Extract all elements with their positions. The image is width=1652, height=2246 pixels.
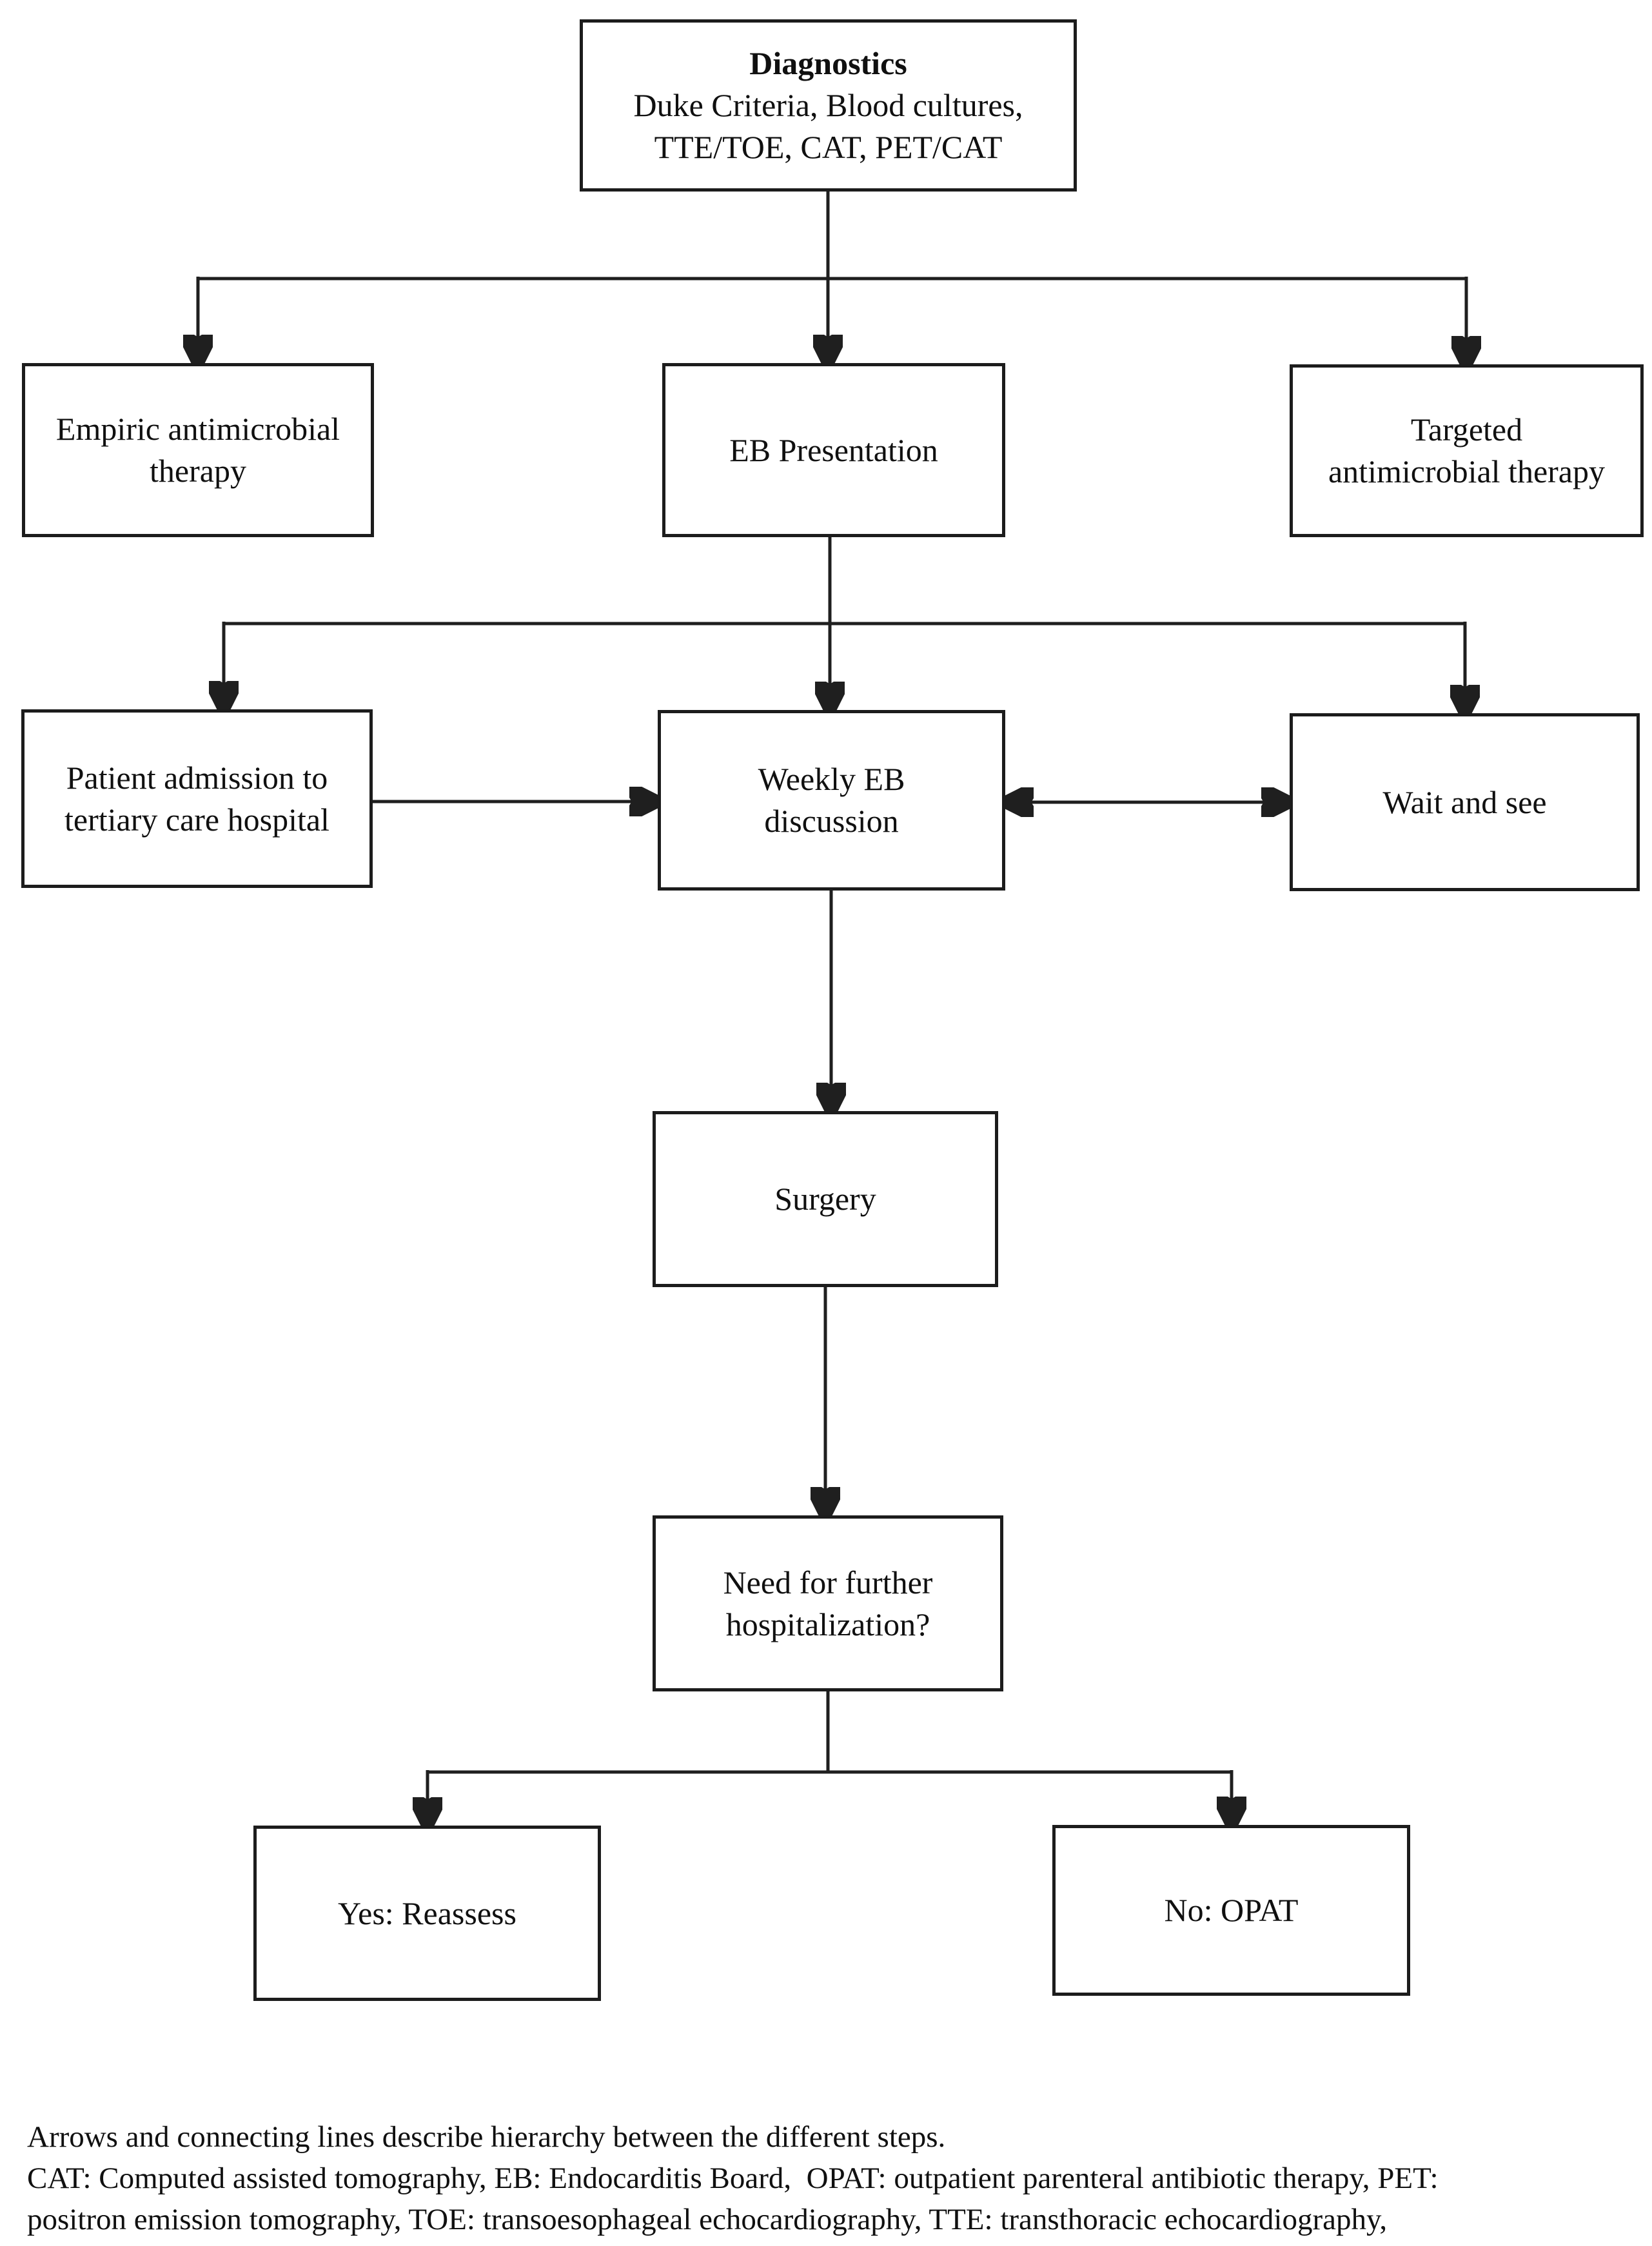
- node-no-opat-label: No: OPAT: [1164, 1892, 1299, 1928]
- node-targeted-label: Targeted antimicrobial therapy: [1328, 411, 1605, 489]
- figure-caption: Arrows and connecting lines describe hie…: [27, 2116, 1639, 2240]
- node-eb-presentation-label: EB Presentation: [729, 431, 938, 468]
- node-empiric-label: Empiric antimicrobial therapy: [55, 411, 340, 489]
- node-diagnostics: Diagnostics Duke Criteria, Blood culture…: [580, 19, 1077, 192]
- caption-line-3: positron emission tomography, TOE: trans…: [27, 2203, 1388, 2236]
- node-need-hospitalization-label: Need for further hospitalization?: [723, 1564, 933, 1642]
- node-need-further-hospitalization: Need for further hospitalization?: [653, 1515, 1003, 1691]
- node-wait-and-see-label: Wait and see: [1382, 783, 1547, 820]
- node-empiric-antimicrobial-therapy: Empiric antimicrobial therapy: [22, 363, 374, 537]
- node-patient-admission-label: Patient admission to tertiary care hospi…: [64, 759, 329, 838]
- caption-line-1: Arrows and connecting lines describe hie…: [27, 2120, 946, 2154]
- node-surgery-label: Surgery: [774, 1181, 876, 1217]
- node-patient-admission: Patient admission to tertiary care hospi…: [21, 709, 373, 888]
- node-surgery: Surgery: [653, 1111, 998, 1287]
- node-no-opat: No: OPAT: [1052, 1825, 1410, 1996]
- node-weekly-eb-label: Weekly EB discussion: [758, 761, 905, 839]
- caption-line-2: CAT: Computed assisted tomography, EB: E…: [27, 2162, 1439, 2195]
- node-targeted-antimicrobial-therapy: Targeted antimicrobial therapy: [1290, 364, 1644, 537]
- node-wait-and-see: Wait and see: [1290, 713, 1640, 891]
- node-yes-reassess: Yes: Reassess: [253, 1826, 601, 2001]
- node-diagnostics-title: Diagnostics: [749, 45, 907, 81]
- node-diagnostics-label: Diagnostics Duke Criteria, Blood culture…: [633, 43, 1023, 168]
- node-weekly-eb-discussion: Weekly EB discussion: [658, 710, 1005, 891]
- node-eb-presentation: EB Presentation: [662, 363, 1005, 537]
- node-yes-reassess-label: Yes: Reassess: [338, 1895, 516, 1931]
